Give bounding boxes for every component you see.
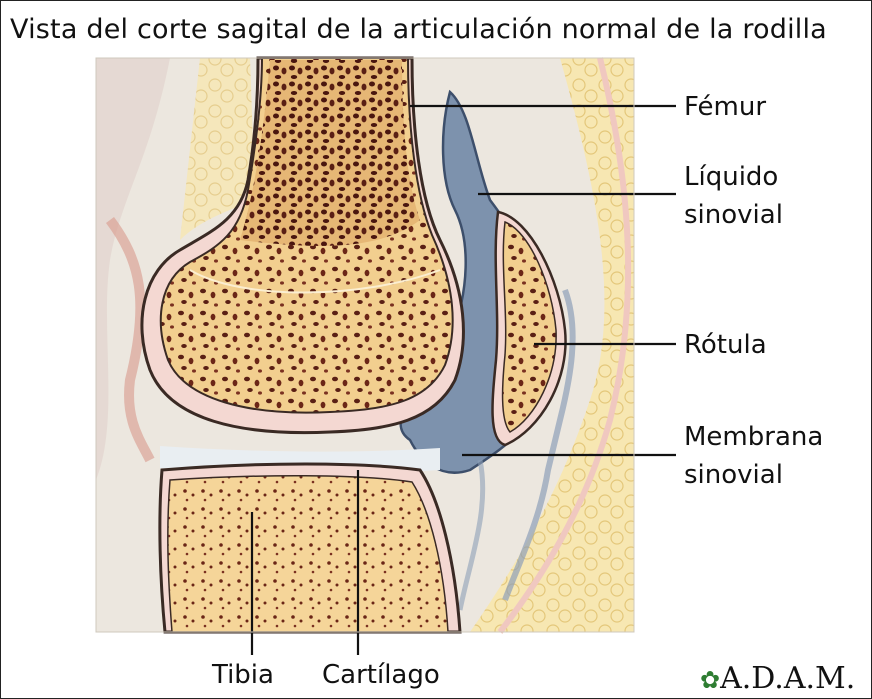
label-rotula: Rótula — [684, 328, 767, 362]
label-liquido-line1: Líquido — [684, 160, 778, 194]
label-membrana-line1: Membrana — [684, 420, 823, 454]
label-cartilago: Cartílago — [322, 658, 440, 692]
adam-logo: ✿A.D.A.M. — [700, 661, 855, 696]
label-tibia: Tibia — [212, 658, 274, 692]
label-femur: Fémur — [684, 90, 766, 124]
logo-text: A.D.A.M. — [720, 661, 855, 696]
leaf-icon: ✿ — [700, 666, 720, 694]
tibia-bone — [168, 476, 448, 632]
label-liquido-line2: sinovial — [684, 198, 783, 232]
label-membrana-line2: sinovial — [684, 458, 783, 492]
